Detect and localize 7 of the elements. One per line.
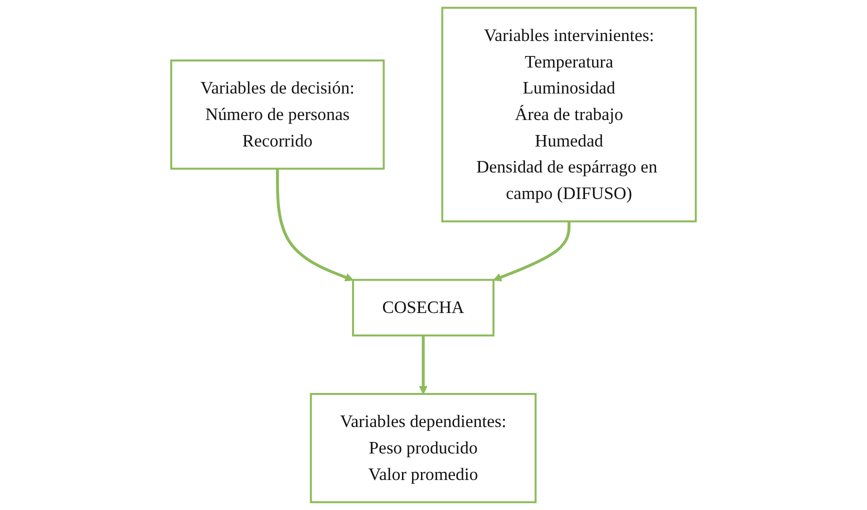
node-box: COSECHA <box>352 278 494 336</box>
node-box: Variables intervinientes: Temperatura Luminosidad Área de trabajo Humedad Densidad de espárrago en campo (DIFUSO) <box>441 6 697 222</box>
arrow <box>418 335 428 394</box>
arrow <box>493 221 570 282</box>
node-box: Variables dependientes: Peso producido Valor promedio <box>310 392 537 504</box>
arrow <box>276 168 354 282</box>
node-box: Variables de decisión: Número de personas Recorrido <box>170 59 385 170</box>
